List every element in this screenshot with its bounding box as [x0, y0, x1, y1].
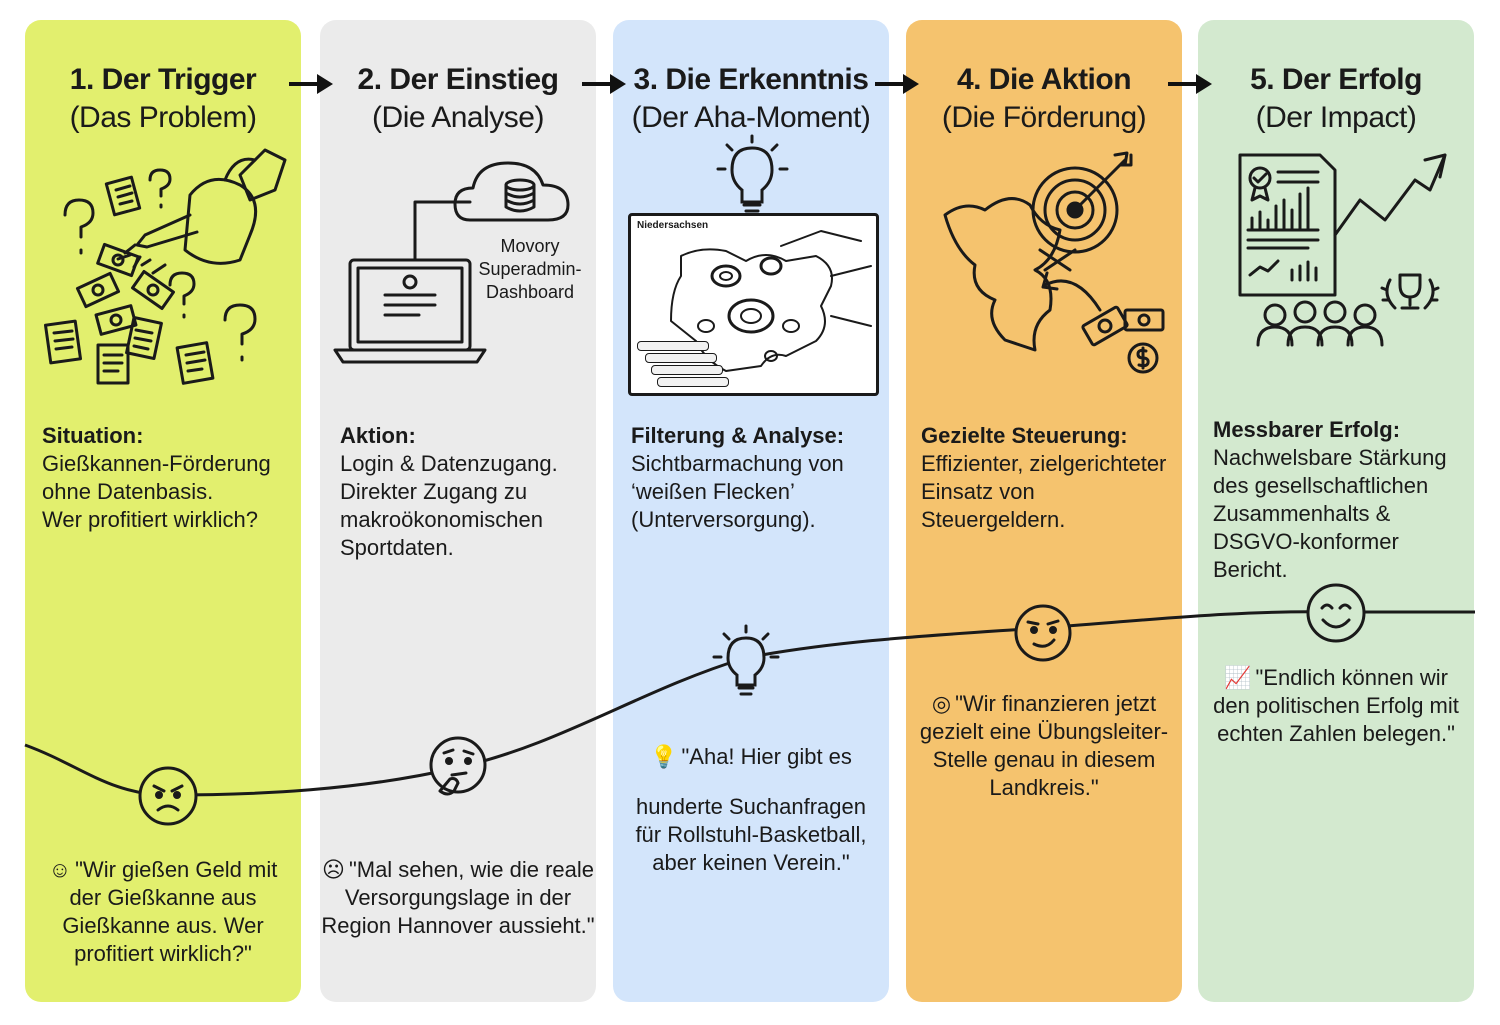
laptop-cloud-icon	[333, 161, 570, 364]
report-growth-people-icon	[1238, 153, 1447, 347]
description-line: ohne Datenbasis.	[42, 479, 214, 504]
description-heading: Filterung & Analyse:	[631, 423, 845, 448]
quote-line: "Aha! Hier gibt es	[681, 744, 852, 769]
smiley-icon: ☺	[48, 857, 72, 882]
map-panel: Niedersachsen	[628, 213, 879, 396]
stage-quote-2: ☹"Mal sehen, wie die reale Versorgungsla…	[320, 856, 596, 940]
watering-can-money-icon	[44, 148, 287, 385]
stage-description-3: Filterung & Analyse: Sichtbarmachung von…	[631, 422, 881, 534]
quote-line	[613, 771, 889, 793]
description-line: Nachwelsbare Stärkung	[1213, 445, 1447, 470]
stage-quote-1: ☺"Wir gießen Geld mit der Gießkanne aus …	[30, 856, 296, 968]
quote-line: echten Zahlen belegen."	[1217, 721, 1455, 746]
dashboard-callout: Movory Superadmin- Dashboard	[470, 235, 590, 304]
quote-line: Gießkanne aus. Wer	[62, 913, 264, 938]
stage-column-2	[320, 20, 596, 1002]
description-line: Effizienter, zielgerichteter	[921, 451, 1167, 476]
stage-subtitle: (Der Impact)	[1255, 101, 1417, 134]
callout-line: Movory	[500, 236, 560, 256]
quote-line: den politischen Erfolg mit	[1213, 693, 1459, 718]
stage-column-1	[25, 20, 301, 1002]
arrow-right-icon	[1168, 74, 1212, 94]
happy-face-icon	[1306, 583, 1366, 643]
arrow-right-icon	[289, 74, 333, 94]
description-line: Direkter Zugang zu	[340, 479, 528, 504]
thinking-face-icon	[429, 736, 487, 796]
quote-line: Versorgungslage in der	[344, 885, 572, 910]
quote-line: "Mal sehen, wie die reale	[348, 857, 594, 882]
quote-line: profitiert wirklich?"	[74, 941, 252, 966]
map-label: Niedersachsen	[637, 220, 709, 231]
arrow-right-icon	[875, 74, 919, 94]
arrow-right-icon	[582, 74, 626, 94]
description-line: ‘weißen Flecken’	[631, 479, 795, 504]
stage-quote-5: 📈"Endlich können wir den politischen Erf…	[1198, 664, 1474, 748]
description-heading: Aktion:	[340, 423, 416, 448]
description-line: DSGVO-konformer Bericht.	[1213, 529, 1399, 582]
quote-line: gezielt eine Übungsleiter-	[919, 719, 1169, 744]
quote-line: hunderte Suchanfragen	[636, 794, 866, 819]
stage-quote-3: 💡"Aha! Hier gibt es hunderte Suchanfrage…	[613, 743, 889, 877]
chart-small-icon: 📈	[1224, 665, 1252, 690]
description-line: Gießkannen-Förderung	[42, 451, 271, 476]
description-line: (Unterversorgung).	[631, 507, 816, 532]
quote-line: der Gießkanne aus	[69, 885, 257, 910]
description-line: des gesellschaftlichen	[1213, 473, 1429, 498]
confident-face-icon	[1014, 604, 1072, 662]
stage-header-3: 3. Die Erkenntnis (Der Aha-Moment)	[613, 20, 889, 160]
quote-line: Landkreis."	[989, 775, 1099, 800]
description-line: makroökonomischen	[340, 507, 543, 532]
quote-line: aber keinen Verein."	[652, 850, 850, 875]
description-heading: Gezielte Steuerung:	[921, 423, 1128, 448]
stage-title: 1. Der Trigger	[69, 63, 257, 96]
stage-description-5: Messbarer Erfolg: Nachwelsbare Stärkung …	[1213, 416, 1471, 584]
stage-title: 4. Die Aktion	[956, 63, 1132, 96]
lightbulb-small-icon: 💡	[650, 744, 678, 769]
description-line: Sportdaten.	[340, 535, 454, 560]
stage-title: 5. Der Erfolg	[1250, 63, 1422, 96]
quote-line: Stelle genau in diesem	[932, 747, 1156, 772]
callout-line: Dashboard	[485, 282, 575, 302]
stage-header-5: 5. Der Erfolg (Der Impact)	[1198, 20, 1474, 160]
stage-column-3	[613, 20, 889, 1002]
stage-header-1: 1. Der Trigger (Das Problem)	[25, 20, 301, 160]
stage-subtitle: (Der Aha-Moment)	[631, 101, 871, 134]
description-line: Sichtbarmachung von	[631, 451, 844, 476]
description-heading: Messbarer Erfolg:	[1213, 417, 1401, 442]
stage-description-4: Gezielte Steuerung: Effizienter, zielger…	[921, 422, 1179, 534]
quote-line: Region Hannover aussieht."	[321, 913, 595, 938]
quote-line: "Wir gießen Geld mit	[75, 857, 278, 882]
angry-face-icon	[138, 766, 198, 826]
description-line: Einsatz von Steuergeldern.	[921, 479, 1066, 532]
frown-icon: ☹	[322, 857, 345, 882]
stage-description-2: Aktion: Login & Datenzugang. Direkter Zu…	[340, 422, 590, 562]
stage-title: 2. Der Einstieg	[357, 63, 559, 96]
stage-description-1: Situation: Gießkannen-Förderung ohne Dat…	[42, 422, 292, 534]
description-line: Wer profitiert wirklich?	[42, 507, 258, 532]
stage-subtitle: (Die Förderung)	[941, 101, 1147, 134]
target-small-icon: ◎	[931, 691, 952, 716]
lightbulb-icon	[716, 134, 789, 219]
quote-line: für Rollstuhl-Basketball,	[635, 822, 867, 847]
quote-line: "Endlich können wir	[1255, 665, 1448, 690]
stage-title: 3. Die Erkenntnis	[633, 63, 869, 96]
description-heading: Situation:	[42, 423, 144, 448]
description-line: Zusammenhalts &	[1213, 501, 1391, 526]
callout-line: Superadmin-	[478, 259, 582, 279]
quote-line: "Wir finanzieren jetzt	[955, 691, 1157, 716]
description-line: Login & Datenzugang.	[340, 451, 558, 476]
stage-header-2: 2. Der Einstieg (Die Analyse)	[320, 20, 596, 160]
stage-subtitle: (Die Analyse)	[372, 101, 544, 134]
lightbulb-icon	[712, 624, 780, 696]
stage-header-4: 4. Die Aktion (Die Förderung)	[906, 20, 1182, 160]
stage-subtitle: (Das Problem)	[69, 101, 257, 134]
target-map-money-icon	[943, 151, 1165, 374]
stage-quote-4: ◎"Wir finanzieren jetzt gezielt eine Übu…	[906, 690, 1182, 802]
